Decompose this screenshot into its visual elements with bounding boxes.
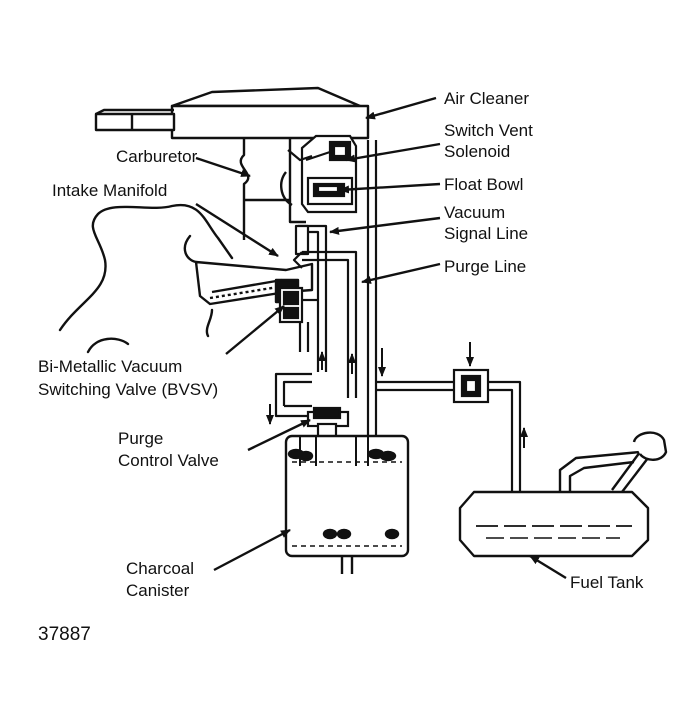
label-charcoal-canister-line1: Charcoal [126,559,195,578]
leader-fuel-tank [529,554,567,580]
leader-vacuum-signal-line [329,216,441,235]
label-bvsv-line1: Bi-Metallic Vacuum [38,357,183,376]
float-bowl [306,176,354,206]
hose-tank-vent [376,380,522,494]
charcoal-canister [284,434,410,574]
label-vacuum-signal-line-line1: Vacuum [444,203,506,222]
canister-hose-stubs [299,436,369,466]
label-purge-control-valve-line2: Control Valve [118,451,219,470]
label-purge-control-valve-line1: Purge [118,429,164,448]
leader-float-bowl [339,182,441,194]
engine-outline [58,203,234,354]
leader-lines [195,96,567,580]
hose-bvsv-to-valve [298,322,310,352]
leader-bvsv [225,305,285,355]
carburetor-body [239,138,306,240]
leader-purge-line [361,262,441,284]
leader-charcoal-canister [213,528,291,572]
hose-vent-line [366,140,378,450]
air-cleaner-body [94,86,370,140]
label-intake-manifold: Intake Manifold [52,181,168,200]
label-vacuum-signal-line-line2: Signal Line [444,224,529,243]
leader-air-cleaner [365,96,437,120]
leader-switch-vent-solenoid [345,142,441,163]
figure-number: 37887 [38,624,91,645]
label-switch-vent-solenoid-line1: Switch Vent [444,121,533,140]
label-bvsv-line2: Switching Valve (BVSV) [38,380,219,399]
leader-intake-manifold [195,202,279,258]
leader-purge-control-valve [247,418,311,452]
hose-purge-line [292,250,358,398]
hose-canister-loop [274,372,312,418]
fuel-tank [458,431,668,558]
label-fuel-tank: Fuel Tank [570,573,644,592]
label-float-bowl: Float Bowl [444,175,524,194]
bvsv-valve [278,286,318,324]
label-switch-vent-solenoid-line2: Solenoid [444,142,511,161]
label-charcoal-canister-line2: Canister [126,581,190,600]
leader-carburetor [195,156,251,178]
rollover-check-valve [452,368,490,404]
label-carburetor: Carburetor [116,147,198,166]
hose-vacuum-signal [294,224,328,372]
label-purge-line: Purge Line [444,257,527,276]
label-air-cleaner: Air Cleaner [444,89,530,108]
flow-arrows [266,342,528,448]
